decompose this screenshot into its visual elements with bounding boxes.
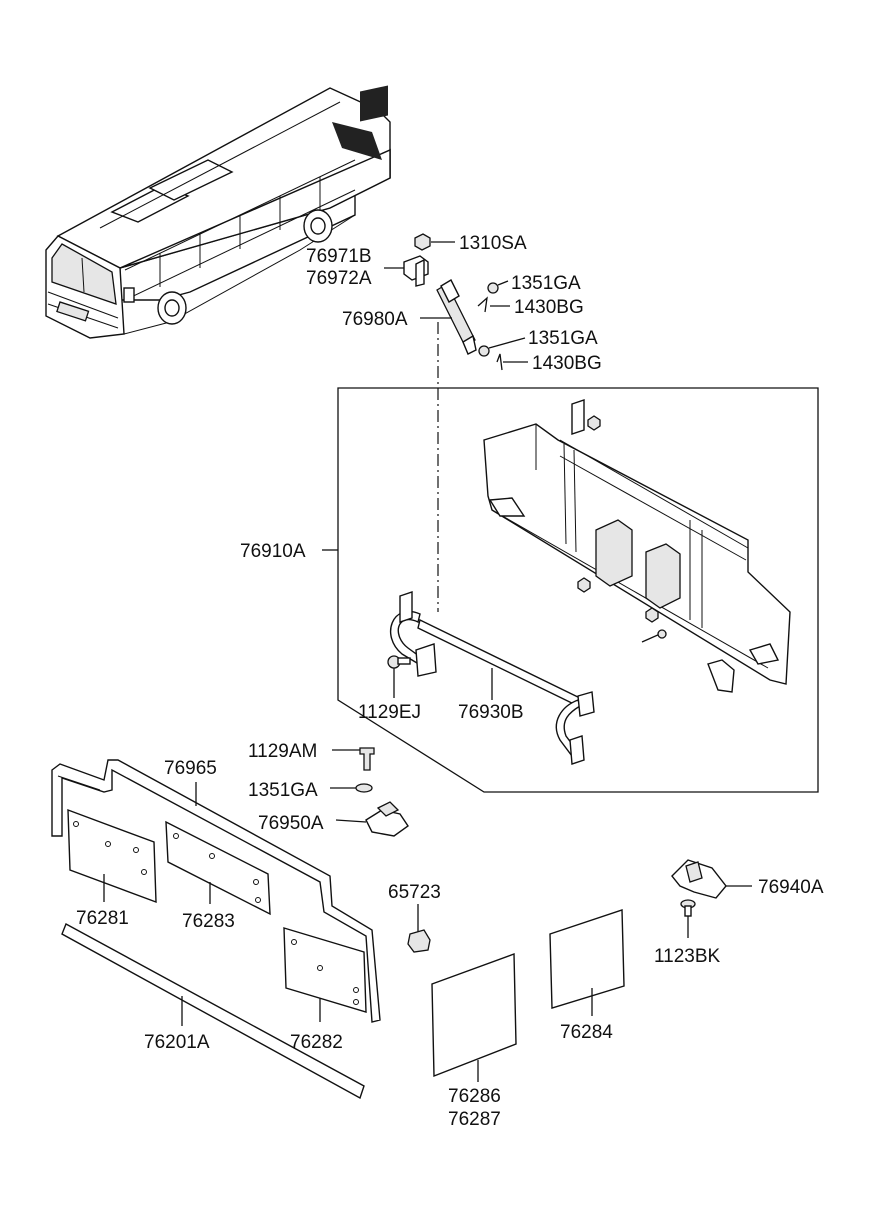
label-76972A: 76972A [306, 268, 372, 289]
panel-nut-mid [577, 577, 667, 643]
part-labels: 1310SA 76971B 76972A 1351GA 1430BG 76980… [76, 233, 824, 1130]
washer-1351GA-c [330, 783, 373, 793]
label-65723: 65723 [388, 882, 441, 903]
label-76284: 76284 [560, 1022, 613, 1043]
label-76283: 76283 [182, 911, 235, 932]
label-76980A: 76980A [342, 309, 408, 330]
strip-76201A [61, 923, 365, 1100]
label-76910A: 76910A [240, 541, 306, 562]
plate-76282 [283, 927, 367, 1022]
nut-1310SA [414, 233, 455, 251]
plate-76283 [165, 820, 271, 916]
bracket-76950A [335, 801, 409, 837]
label-76286: 76286 [448, 1086, 501, 1107]
bus-illustration [45, 85, 391, 339]
hatch-door-panel [483, 423, 791, 685]
label-76950A: 76950A [258, 813, 324, 834]
label-1351GA-b: 1351GA [528, 328, 598, 349]
label-1129EJ: 1129EJ [358, 702, 421, 723]
latch-76940A [671, 859, 752, 899]
bracket-76971B [384, 255, 429, 287]
screw-1123BK [680, 899, 696, 938]
label-1351GA-a: 1351GA [511, 273, 581, 294]
label-76965: 76965 [164, 758, 217, 779]
label-1310SA: 1310SA [459, 233, 527, 254]
label-1430BG-a: 1430BG [514, 297, 584, 318]
label-76971B: 76971B [306, 246, 372, 267]
gas-strut-76980A [420, 279, 477, 355]
torsion-bar-76930B [390, 591, 595, 765]
pad-76284 [549, 909, 625, 1016]
plate-76281 [67, 808, 157, 904]
label-76940A: 76940A [758, 877, 824, 898]
label-76281: 76281 [76, 908, 129, 929]
label-1430BG-b: 1430BG [532, 353, 602, 374]
label-1123BK: 1123BK [654, 946, 721, 967]
label-1129AM: 1129AM [248, 741, 317, 762]
label-76201A: 76201A [144, 1032, 210, 1053]
pin-1430BG-a [477, 296, 510, 313]
label-1351GA-c: 1351GA [248, 780, 318, 801]
nut-1351GA-b [478, 337, 526, 357]
panel-bracket-top [571, 399, 601, 435]
bumper-65723 [407, 904, 431, 953]
pad-76286 [431, 953, 517, 1082]
label-76930B: 76930B [458, 702, 524, 723]
panel-clip-right [707, 659, 735, 693]
bolt-1129EJ [387, 655, 411, 698]
pin-1430BG-b [496, 353, 528, 371]
nut-1351GA-a [487, 280, 509, 294]
label-76287: 76287 [448, 1109, 501, 1130]
assembly-box-76910A [322, 387, 819, 793]
bolt-1129AM [332, 747, 375, 771]
label-76282: 76282 [290, 1032, 343, 1053]
gasket-76965 [51, 759, 381, 1023]
